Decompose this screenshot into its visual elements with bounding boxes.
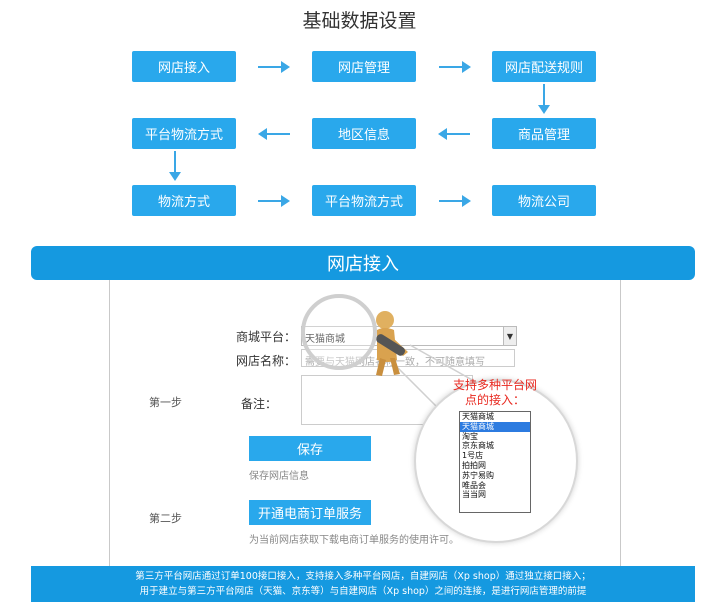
platform-option[interactable]: 拍拍网 — [462, 460, 486, 470]
store-name-label: 网店名称： — [236, 354, 297, 368]
flow-step-delivery-rules[interactable]: 网店配送规则 — [492, 51, 596, 82]
section-header: 网店接入 — [31, 246, 695, 280]
platform-option[interactable]: 1号店 — [462, 451, 484, 461]
flow-step-region-info[interactable]: 地区信息 — [312, 118, 416, 149]
chevron-down-icon[interactable]: ▼ — [503, 327, 516, 345]
remark-label: 备注： — [241, 397, 278, 411]
platform-option[interactable]: 天猫商城 — [462, 412, 494, 421]
footer-description: 第三方平台网店通过订单100接口接入，支持接入多种平台网店，自建网店（Xp sh… — [31, 566, 695, 602]
platform-option-list[interactable]: 天猫商城 天猫商城 淘宝 京东商城 1号店 拍拍网 苏宁易购 唯品会 当当网 — [459, 411, 531, 513]
platform-option[interactable]: 当当网 — [462, 490, 486, 500]
step-one-label: 第一步 — [149, 396, 182, 409]
platform-option[interactable]: 苏宁易购 — [462, 470, 494, 480]
flow-step-store-access[interactable]: 网店接入 — [132, 51, 236, 82]
footer-line-2: 用于建立与第三方平台网店（天猫、京东等）与自建网店（Xp shop）之间的连接，… — [139, 586, 587, 597]
form-panel — [109, 280, 621, 570]
arrow-right-icon — [258, 195, 290, 207]
footer-line-1: 第三方平台网店通过订单100接口接入，支持接入多种平台网店，自建网店（Xp sh… — [135, 571, 591, 582]
arrow-left-icon — [258, 128, 290, 140]
arrow-right-icon — [258, 61, 290, 73]
platform-option[interactable]: 唯品会 — [462, 480, 486, 490]
zoom-callout-text: 支持多种平台网点的接入： — [452, 378, 537, 407]
flow-step-logistics-company[interactable]: 物流公司 — [492, 185, 596, 216]
page-title: 基础数据设置 — [302, 10, 417, 32]
mall-platform-label: 商城平台： — [236, 330, 297, 344]
step-two-label: 第二步 — [149, 512, 182, 525]
order-service-hint: 为当前网店获取下载电商订单服务的使用许可。 — [249, 535, 459, 546]
flow-step-platform-logistics[interactable]: 平台物流方式 — [132, 118, 236, 149]
save-button[interactable]: 保存 — [249, 436, 371, 461]
platform-option-selected[interactable]: 天猫商城 — [460, 421, 530, 432]
arrow-down-icon — [169, 151, 181, 181]
platform-option[interactable]: 淘宝 — [462, 431, 478, 441]
magnifier-lens-icon — [301, 294, 377, 370]
arrow-down-icon — [538, 84, 550, 114]
flow-step-product-management[interactable]: 商品管理 — [492, 118, 596, 149]
flow-step-platform-logistics-2[interactable]: 平台物流方式 — [312, 185, 416, 216]
flow-step-store-management[interactable]: 网店管理 — [312, 51, 416, 82]
arrow-left-icon — [438, 128, 470, 140]
open-order-service-button[interactable]: 开通电商订单服务 — [249, 500, 371, 525]
arrow-right-icon — [439, 61, 471, 73]
flow-step-logistics-method[interactable]: 物流方式 — [132, 185, 236, 216]
save-hint: 保存网店信息 — [249, 471, 309, 482]
arrow-right-icon — [439, 195, 471, 207]
platform-option[interactable]: 京东商城 — [462, 441, 494, 451]
